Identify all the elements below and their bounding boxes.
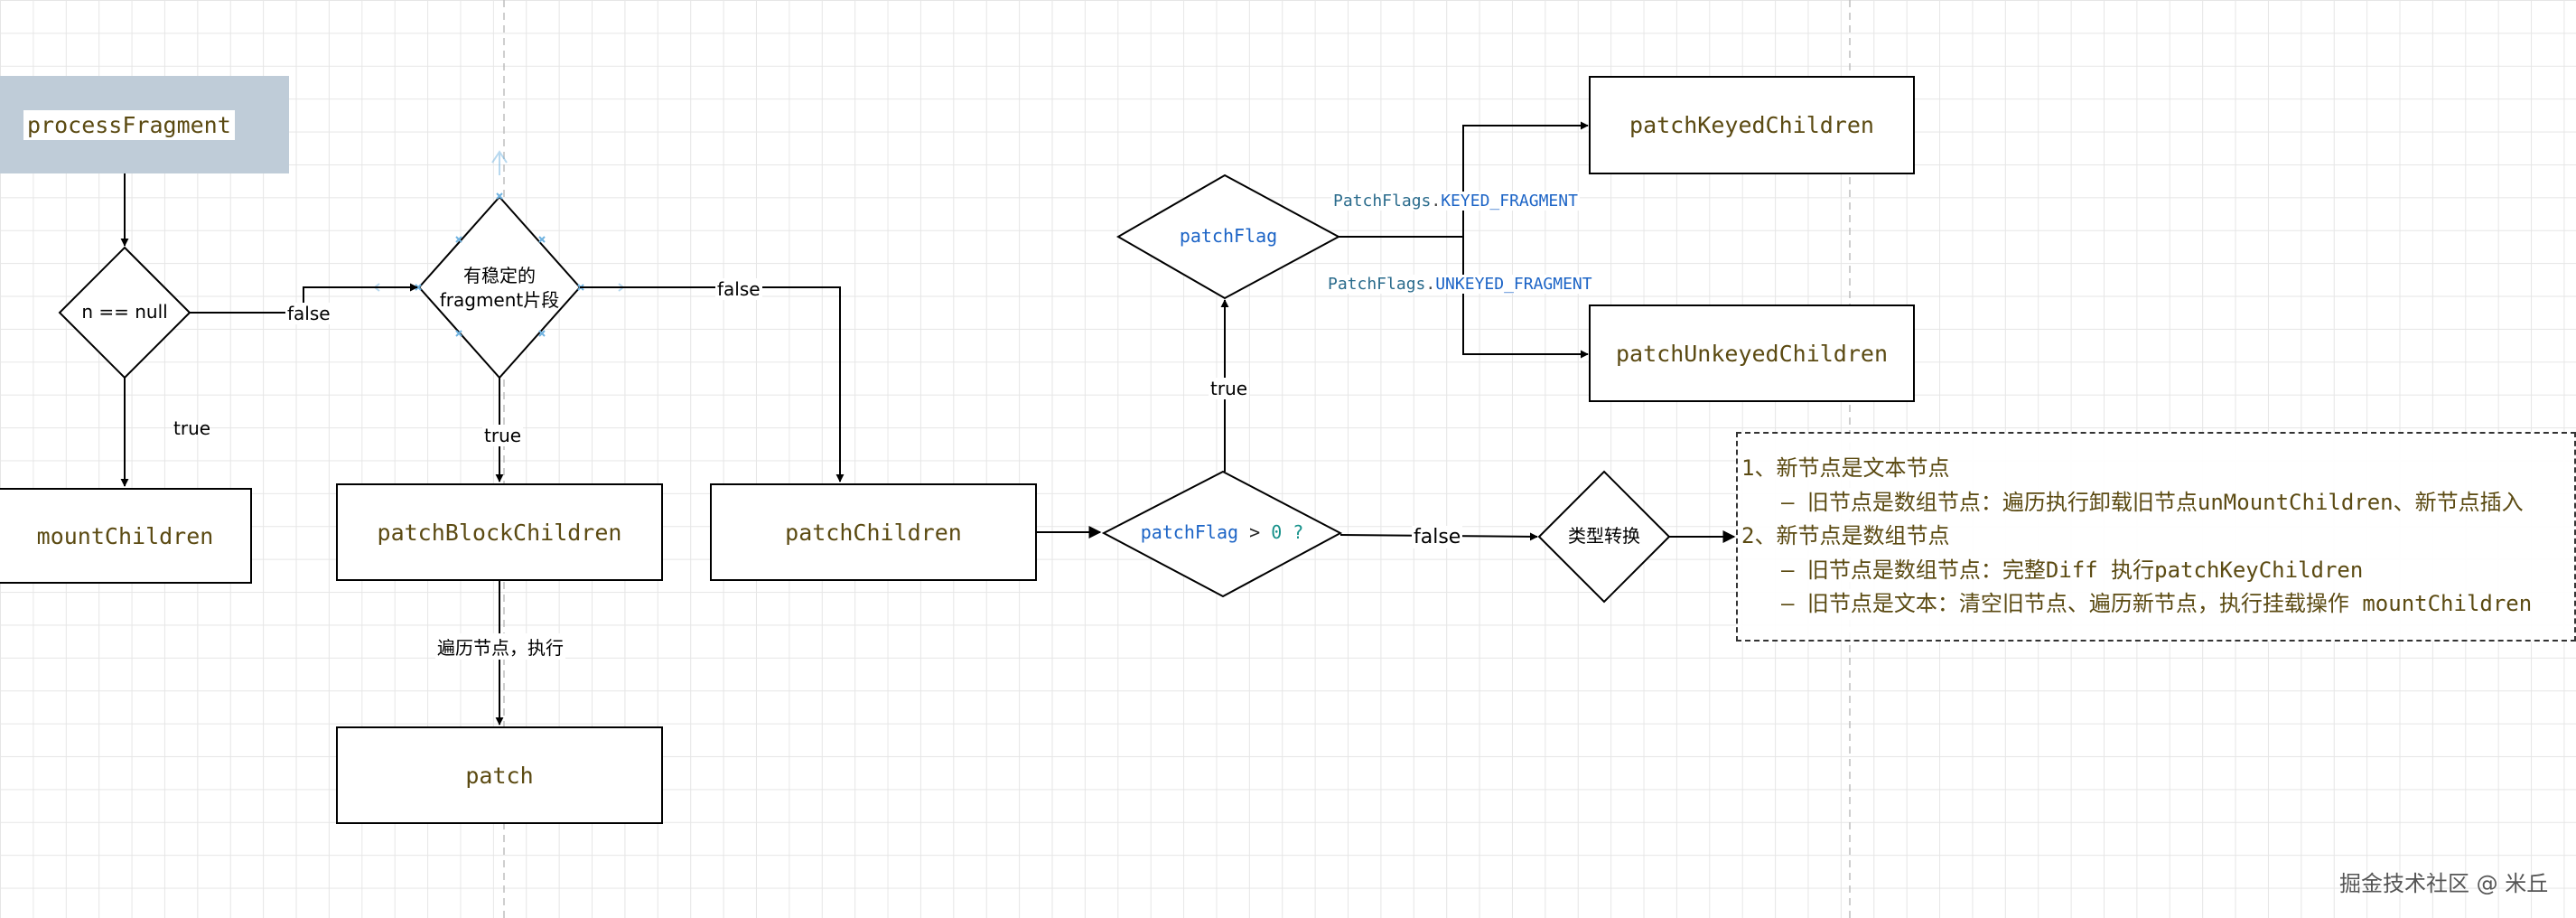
note-line-5: – 旧节点是文本：清空旧节点、遍历新节点，执行挂载操作 mountChildre… bbox=[1781, 591, 2533, 616]
decision-patch-flag-label: patchFlag bbox=[1118, 224, 1339, 248]
node-patch-keyed-children-label: patchKeyedChildren bbox=[1629, 112, 1874, 138]
node-mount-children-label: mountChildren bbox=[36, 522, 214, 549]
node-patch[interactable]: patch bbox=[336, 726, 663, 824]
edge-label-true-null: true bbox=[173, 417, 211, 439]
edge-null-false bbox=[190, 283, 418, 314]
node-patch-block-children-label: patchBlockChildren bbox=[377, 519, 622, 546]
edge-label-true-stable: true bbox=[482, 425, 524, 446]
node-patch-children-label: patchChildren bbox=[785, 519, 962, 546]
node-patch-keyed-children[interactable]: patchKeyedChildren bbox=[1589, 76, 1915, 174]
node-patch-block-children[interactable]: patchBlockChildren bbox=[336, 483, 663, 581]
cond-num: 0 ? bbox=[1271, 521, 1304, 543]
cond-var: patchFlag bbox=[1140, 521, 1239, 543]
decision-n-null-text: n == null bbox=[81, 301, 168, 323]
edge-flag-unkeyed bbox=[1462, 237, 1589, 359]
note-line-3: 2、新节点是数组节点 bbox=[1741, 523, 1950, 548]
watermark: 掘金技术社区 @ 米丘 bbox=[2339, 871, 2549, 896]
edge-label-keyed: PatchFlags.KEYED_FRAGMENT bbox=[1331, 192, 1580, 211]
keyed-dot: . bbox=[1431, 192, 1442, 211]
node-patch-label: patch bbox=[465, 762, 534, 789]
type-convert-note: 1、新节点是文本节点 – 旧节点是数组节点：遍历执行卸载旧节点unMountCh… bbox=[1736, 432, 2576, 642]
edge-label-true-gt0: true bbox=[1209, 378, 1250, 399]
cond-op: > bbox=[1238, 521, 1272, 543]
node-process-fragment-label: processFragment bbox=[23, 109, 235, 140]
edge-label-unkeyed: PatchFlags.UNKEYED_FRAGMENT bbox=[1326, 275, 1594, 294]
node-patch-children[interactable]: patchChildren bbox=[710, 483, 1037, 581]
note-line-1: 1、新节点是文本节点 bbox=[1741, 455, 1950, 481]
node-patch-unkeyed-children-label: patchUnkeyedChildren bbox=[1615, 340, 1889, 367]
unkeyed-prefix: PatchFlags bbox=[1328, 275, 1426, 294]
decision-stable-fragment-label: 有稳定的 fragment片段 bbox=[419, 264, 580, 313]
decision-type-convert-label: 类型转换 bbox=[1539, 524, 1669, 548]
keyed-prefix: PatchFlags bbox=[1333, 192, 1432, 211]
node-mount-children[interactable]: mountChildren bbox=[0, 488, 252, 584]
note-line-2: – 旧节点是数组节点：遍历执行卸载旧节点unMountChildren、新节点插… bbox=[1781, 489, 2524, 515]
decision-type-convert-shape[interactable] bbox=[1537, 470, 1671, 604]
decision-stable-line2: fragment片段 bbox=[439, 289, 560, 311]
keyed-name: KEYED_FRAGMENT bbox=[1441, 192, 1578, 211]
connectors bbox=[120, 121, 1736, 726]
decision-patch-flag-shape[interactable] bbox=[1115, 173, 1341, 300]
edge-flag-keyed bbox=[1462, 121, 1589, 237]
node-patch-unkeyed-children[interactable]: patchUnkeyedChildren bbox=[1589, 304, 1915, 402]
edge-label-traverse: 遍历节点，执行 bbox=[435, 633, 565, 660]
edge-stable-false bbox=[580, 286, 845, 482]
unkeyed-dot: . bbox=[1425, 275, 1436, 294]
decision-patch-flag-text: patchFlag bbox=[1179, 225, 1278, 247]
decision-patch-flag-gt0-label: patchFlag > 0 ? bbox=[1104, 520, 1340, 545]
decision-stable-line1: 有稳定的 bbox=[463, 265, 536, 286]
unkeyed-name: UNKEYED_FRAGMENT bbox=[1435, 275, 1592, 294]
edge-label-false-gt0: false bbox=[1412, 526, 1463, 548]
node-process-fragment[interactable]: processFragment bbox=[0, 76, 289, 173]
decision-n-null-label: n == null bbox=[60, 300, 190, 324]
decision-type-convert-text: 类型转换 bbox=[1568, 525, 1640, 547]
edge-label-false-stable: false bbox=[715, 278, 762, 300]
note-line-4: – 旧节点是数组节点：完整Diff 执行patchKeyChildren bbox=[1781, 557, 2364, 583]
decision-patch-flag-gt0-shape[interactable] bbox=[1101, 470, 1343, 598]
edge-label-false-null: false bbox=[285, 303, 332, 324]
